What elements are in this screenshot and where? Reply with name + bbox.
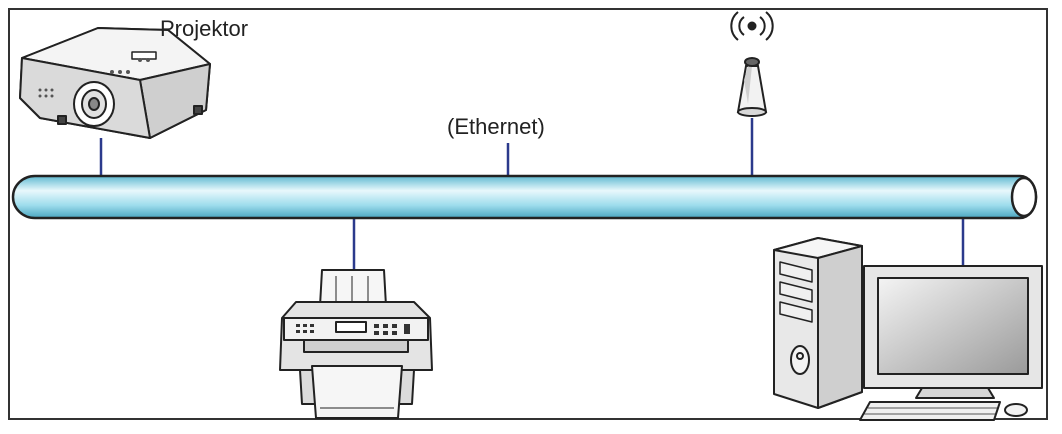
desktop-computer-icon [773, 237, 1043, 421]
printer-icon [279, 269, 433, 419]
ethernet-cable [11, 174, 1038, 220]
projector-label: Projektor [160, 16, 249, 41]
ethernet-label: (Ethernet) [447, 114, 545, 139]
wireless-antenna-icon [730, 11, 774, 117]
network-links [99, 118, 965, 270]
projector-icon [19, 27, 211, 139]
